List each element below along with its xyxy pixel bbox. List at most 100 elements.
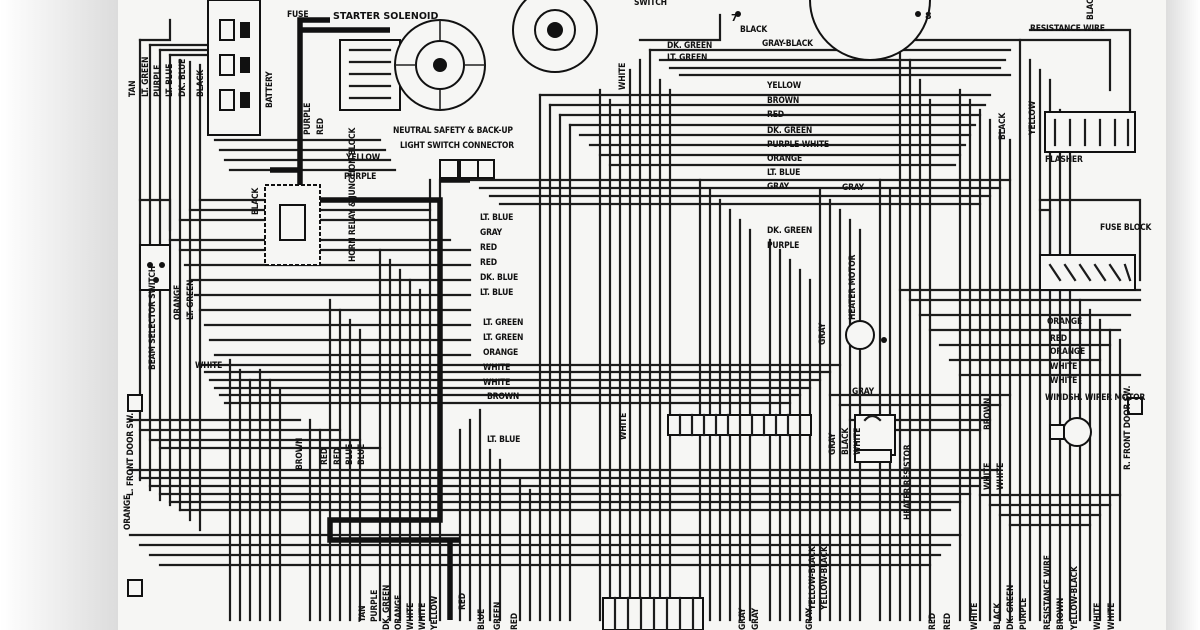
wire-label: ORANGE bbox=[173, 285, 183, 320]
wire-label: YELLOW bbox=[345, 153, 381, 163]
wire-label: ORANGE bbox=[767, 154, 802, 164]
wire-label: GRAY bbox=[767, 182, 790, 192]
wire-label: PURPLE bbox=[344, 172, 376, 182]
left-margin bbox=[0, 0, 118, 630]
component-labels: FUSE STARTER SOLENOID BATTERY NEUTRAL SA… bbox=[126, 0, 1153, 520]
light-switch-connector bbox=[439, 159, 495, 179]
wire-label: WHITE bbox=[853, 428, 863, 455]
wire-label: YELLOW-BLACK bbox=[1070, 565, 1080, 630]
wire-label: RED bbox=[767, 110, 784, 120]
heater-resistor-block bbox=[854, 414, 896, 463]
distributor-left bbox=[394, 19, 486, 111]
wire-label: RED bbox=[333, 448, 343, 465]
resistance-wire-label: RESISTANCE WIRE bbox=[1030, 24, 1105, 34]
wire-label: GREEN bbox=[493, 602, 503, 630]
r-front-door-switch bbox=[1127, 397, 1143, 415]
battery-side-labels: BLACK PURPLE RED YELLOW PURPLE bbox=[251, 103, 381, 215]
wire-label: BLUE bbox=[477, 609, 487, 630]
wire-label-gray-mid: GRAY bbox=[842, 183, 865, 193]
fuse-block-label: FUSE BLOCK bbox=[1100, 223, 1153, 233]
wire-label: PURPLE-WHITE bbox=[767, 140, 829, 150]
lower-vertical-labels: BROWN RED RED BLUE BLUE WHITE GRAY GRAY … bbox=[295, 322, 1006, 490]
neutral-safety-label: NEUTRAL SAFETY & BACK-UP bbox=[393, 126, 513, 136]
beam-selector-label: BEAM SELECTOR SWITCH bbox=[148, 266, 158, 370]
wire-label: WHITE bbox=[1093, 603, 1103, 630]
bulkhead-connector bbox=[602, 596, 704, 630]
wire-label: BLUE bbox=[357, 444, 367, 465]
wire-label: RED bbox=[320, 448, 330, 465]
wire-label-gray-low: GRAY bbox=[852, 387, 875, 397]
wire-label: YELLOW bbox=[1028, 100, 1038, 136]
wire-label: TAN bbox=[358, 606, 368, 622]
fuse-label: FUSE bbox=[287, 10, 308, 20]
wire-label: ORANGE bbox=[1050, 347, 1085, 357]
battery-label: BATTERY bbox=[265, 71, 275, 108]
horn-relay-label: HORN RELAY & JUNCTION BLOCK bbox=[348, 127, 358, 262]
wire-label: LT. BLUE bbox=[480, 288, 513, 298]
left-bundle-labels: TAN LT. GREEN PURPLE LT. BLUE DK. BLUE B… bbox=[128, 57, 206, 97]
wire-label: ORANGE bbox=[123, 495, 133, 530]
center-right-labels: YELLOW BROWN RED DK. GREEN PURPLE-WHITE … bbox=[766, 81, 875, 397]
wire-label-black-top: BLACK bbox=[740, 25, 768, 35]
wire-label: LT. BLUE bbox=[480, 213, 513, 223]
wire-label: BLACK bbox=[251, 187, 261, 215]
wire-label: BLACK bbox=[841, 427, 851, 455]
bundle-label: LT. BLUE bbox=[165, 64, 175, 97]
wire-label: RED bbox=[510, 613, 520, 630]
wire-label-gray-black: GRAY-BLACK bbox=[762, 39, 814, 49]
wire-label: RED bbox=[480, 258, 497, 268]
wire-label: WHITE bbox=[983, 463, 993, 490]
wire-label: LT. GREEN bbox=[186, 280, 196, 320]
wire-label: WHITE bbox=[970, 603, 980, 630]
wire-label: RED bbox=[480, 243, 497, 253]
heater-motor bbox=[845, 320, 887, 350]
wire-label: WHITE bbox=[1107, 603, 1117, 630]
wire-label: WHITE bbox=[418, 603, 428, 630]
wire-label: PURPLE bbox=[303, 103, 313, 135]
flasher-label: FLASHER bbox=[1045, 155, 1083, 165]
wire-label: RED bbox=[928, 613, 938, 630]
wire-label: WHITE bbox=[1050, 362, 1077, 372]
wire-label: LT. GREEN bbox=[483, 318, 523, 328]
wire-label-lt-green: LT. GREEN bbox=[667, 53, 707, 63]
wire-label: PURPLE bbox=[767, 241, 799, 251]
wire-label: WHITE bbox=[195, 361, 222, 371]
wire-label: YELLOW bbox=[766, 81, 802, 91]
horn-relay-junction-block bbox=[264, 184, 321, 266]
wire-label: BLACK bbox=[998, 112, 1008, 140]
terminal-block-center bbox=[667, 413, 812, 437]
bundle-label: PURPLE bbox=[153, 65, 163, 97]
center-left-labels: LT. BLUE GRAY RED RED DK. BLUE LT. BLUE … bbox=[480, 213, 523, 445]
wire-label: RED bbox=[316, 118, 326, 135]
gauge-top-right bbox=[735, 0, 931, 61]
wire-label: BROWN bbox=[1056, 598, 1066, 630]
bundle-label: DK. BLUE bbox=[178, 59, 188, 97]
wire-label: RED bbox=[458, 593, 468, 610]
windsh-wiper-label: WINDSH. WIPER MOTOR bbox=[1045, 393, 1145, 403]
wire-label: PURPLE bbox=[1019, 598, 1029, 630]
wire-label: DK. GREEN bbox=[1006, 585, 1016, 630]
bundle-label: LT. GREEN bbox=[141, 57, 151, 97]
wire-label: GRAY bbox=[828, 432, 838, 455]
wire-label: BROWN bbox=[767, 96, 799, 106]
right-side-labels: ORANGE RED ORANGE WHITE WHITE YELLOW BLA… bbox=[998, 100, 1085, 386]
wire-label: DK. GREEN bbox=[382, 585, 392, 630]
wire-label-dk-green: DK. GREEN bbox=[667, 41, 712, 51]
wire-label: RESISTANCE WIRE bbox=[1043, 555, 1053, 630]
heater-motor-label: HEATER MOTOR bbox=[848, 254, 858, 320]
bottom-labels: TAN PURPLE DK. GREEN ORANGE WHITE WHITE … bbox=[358, 545, 1117, 630]
wire-label: ORANGE bbox=[394, 595, 404, 630]
wire-label: GRAY bbox=[480, 228, 503, 238]
beam-selector bbox=[139, 244, 171, 291]
fuse-block bbox=[1039, 111, 1136, 291]
wire-label: WHITE bbox=[619, 413, 629, 440]
wire-label: BROWN bbox=[295, 438, 305, 470]
r-front-door-label: R. FRONT DOOR SW. bbox=[1123, 386, 1133, 470]
light-switch-connector-label: LIGHT SWITCH CONNECTOR bbox=[400, 141, 514, 151]
wire-label: RED bbox=[1050, 334, 1067, 344]
left-side-vertical-labels: ORANGE LT. GREEN WHITE ORANGE bbox=[123, 280, 222, 530]
wire-label: RED bbox=[943, 613, 953, 630]
wire-label: GRAY bbox=[738, 607, 748, 630]
wire-label: LT. GREEN bbox=[483, 333, 523, 343]
